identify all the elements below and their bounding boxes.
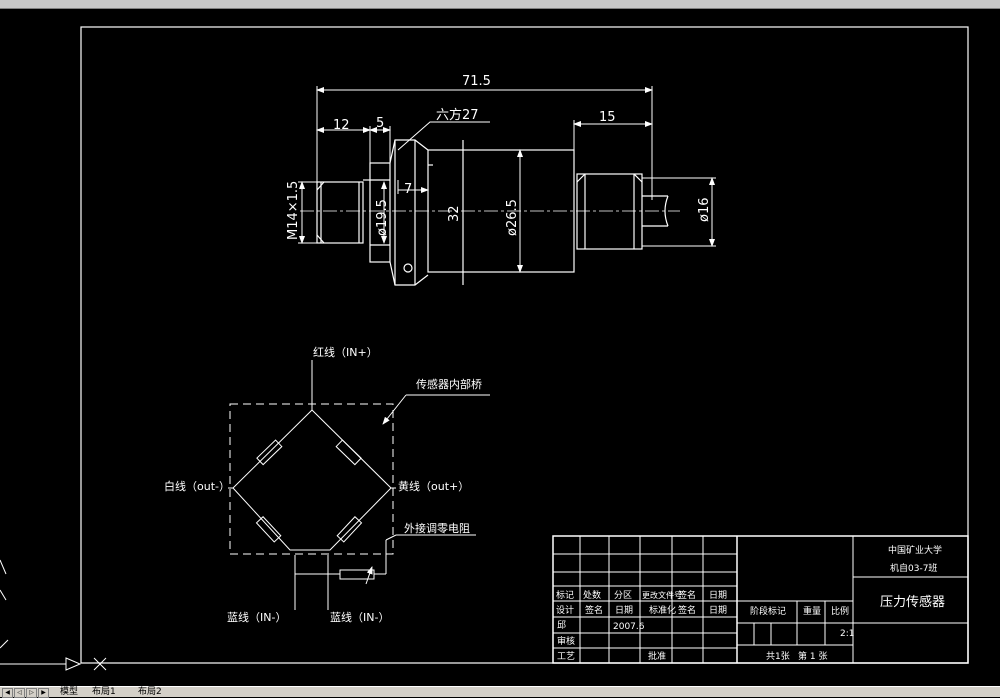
dim-dia-26: ø26.5 <box>505 199 520 236</box>
tab-next-icon[interactable]: ▷ <box>26 688 37 698</box>
tb-r2-c5: 签名 <box>678 604 696 616</box>
dim-hex-len: 5 <box>376 116 384 131</box>
tab-last-icon[interactable]: ▶ <box>38 688 49 698</box>
label-blue-right: 蓝线（IN-） <box>330 610 389 624</box>
tb-r2-c3: 日期 <box>615 605 633 616</box>
tb-scale-label: 比例 <box>831 605 849 617</box>
tb-r1-c4: 更改文件号 <box>642 590 682 600</box>
tab-model[interactable]: 模型 <box>60 687 79 697</box>
tb-date: 2007.6 <box>613 622 645 632</box>
tb-approve: 批准 <box>648 650 666 662</box>
tb-checker: 邱 <box>557 620 566 631</box>
tb-r2-c4: 标准化 <box>649 604 676 616</box>
ucs-icon <box>0 559 107 671</box>
label-red-wire: 红线（IN+） <box>313 345 378 359</box>
dim-dia-16: ø16 <box>697 198 712 223</box>
tb-process: 工艺 <box>557 651 575 662</box>
tb-title: 压力传感器 <box>880 594 945 610</box>
label-white-wire: 白线（out-） <box>164 479 230 493</box>
sensor-side-view <box>316 139 669 286</box>
tb-r1-c3: 分区 <box>614 590 632 601</box>
label-yellow-wire: 黄线（out+） <box>398 479 469 493</box>
dim-overall: 71.5 <box>462 74 491 89</box>
tb-review: 审核 <box>557 635 575 647</box>
label-blue-left: 蓝线（IN-） <box>227 610 286 624</box>
tab-first-icon[interactable]: ◀ <box>2 688 13 698</box>
bridge-labels: 红线（IN+） 传感器内部桥 白线（out-） 黄线（out+） 外接调零电阻 … <box>164 345 482 624</box>
cad-drawing-canvas: 71.5 12 5 六方27 15 M14×1.5 ø19.5 7 32 ø26… <box>0 26 969 671</box>
window-top-strip <box>0 0 1000 9</box>
dimension-texts: 71.5 12 5 六方27 15 M14×1.5 ø19.5 7 32 ø26… <box>286 74 712 240</box>
tab-layout1[interactable]: 布局1 <box>92 687 116 697</box>
dimension-lines <box>298 86 716 273</box>
bridge-boundary <box>229 403 394 555</box>
tab-layout2[interactable]: 布局2 <box>138 687 162 697</box>
label-external-resistor: 外接调零电阻 <box>404 522 470 535</box>
tb-sheet: 第 1 张 <box>798 650 827 662</box>
title-block-text: 中国矿业大学 机自03-7班 压力传感器 标记 处数 分区 更改文件号 签名 日… <box>556 544 945 662</box>
dim-thread-len: 12 <box>333 118 350 133</box>
tb-r1-c6: 日期 <box>709 590 727 601</box>
tb-r1-c1: 标记 <box>556 589 574 601</box>
drawing-border <box>80 26 969 664</box>
tb-sheets: 共1张 <box>766 651 790 662</box>
label-inner-bridge: 传感器内部桥 <box>416 377 482 391</box>
tb-r2-c1: 设计 <box>556 604 574 616</box>
dim-body-h: 32 <box>447 205 462 222</box>
tb-school: 中国矿业大学 <box>888 544 942 556</box>
tb-r1-c5: 签名 <box>678 589 696 601</box>
title-block <box>552 535 969 664</box>
dim-thread-spec: M14×1.5 <box>286 181 301 240</box>
tb-r2-c6: 日期 <box>709 605 727 616</box>
tb-scale: 2:1 <box>840 629 854 639</box>
dim-right-len: 15 <box>599 110 616 125</box>
dim-seven: 7 <box>404 182 412 197</box>
dim-dia-19: ø19.5 <box>375 199 390 236</box>
dim-hex-label: 六方27 <box>436 107 479 123</box>
tab-prev-icon[interactable]: ◁ <box>14 688 25 698</box>
tb-r1-c2: 处数 <box>583 589 601 601</box>
bridge-schematic <box>228 360 490 610</box>
tb-r2-c2: 签名 <box>585 604 603 616</box>
tb-weight: 重量 <box>803 605 821 617</box>
tb-class: 机自03-7班 <box>890 562 937 574</box>
layout-tab-bar: ◀ ◁ ▷ ▶ 模型 布局1 布局2 <box>0 686 1000 698</box>
tb-stage: 阶段标记 <box>750 605 786 617</box>
